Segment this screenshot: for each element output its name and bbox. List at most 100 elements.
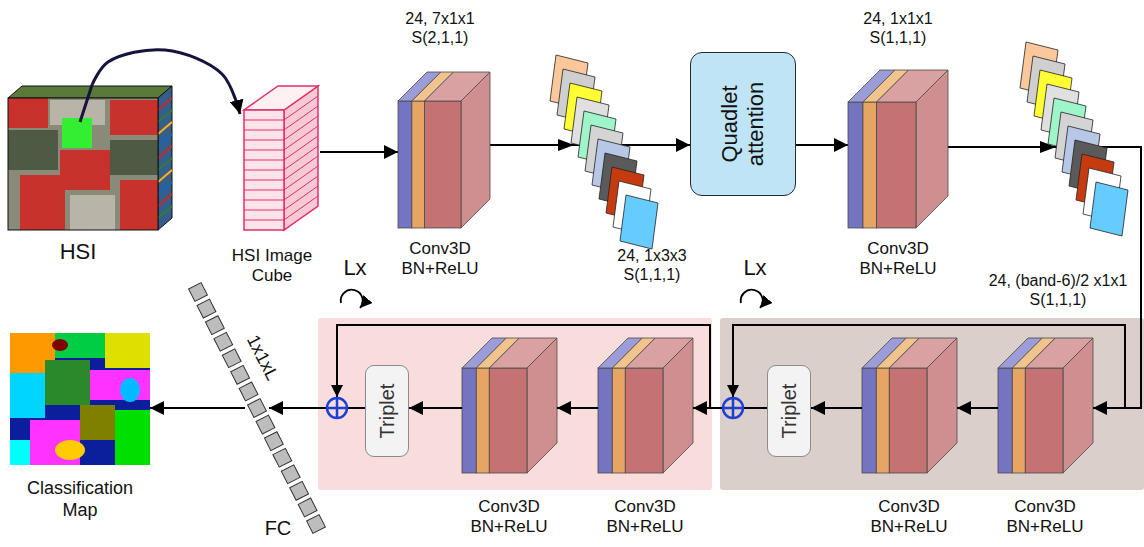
conv-slab — [398, 72, 490, 228]
hsi-drawing — [5, 85, 177, 233]
conv3d-block: Conv3D BN+ReLU — [462, 338, 557, 473]
fc-drawing — [185, 280, 330, 542]
cube-drawing — [240, 84, 320, 232]
spectral-stripe — [158, 158, 172, 170]
conv-slab — [462, 338, 557, 473]
conv-slab — [998, 338, 1093, 473]
class-region — [90, 370, 150, 400]
image-frame — [8, 98, 158, 230]
layer-name: FC — [258, 516, 298, 540]
image-label: HSI Image Cube — [222, 246, 322, 287]
conv3d-block: 24, 1x3x3 S(1,1,1)Conv3D BN+ReLU — [598, 338, 693, 473]
band-line — [244, 170, 284, 171]
band-line — [244, 200, 284, 201]
image-cube: HSI Image Cube — [240, 84, 320, 232]
layer-name: Conv3D BN+ReLU — [859, 497, 959, 538]
slab-layer — [998, 368, 1012, 473]
slab-drawing — [998, 338, 1093, 473]
fc-unit — [256, 415, 275, 434]
slab-layer — [612, 368, 625, 473]
fc-unit — [298, 498, 317, 517]
band-line — [244, 120, 284, 121]
slab-layer — [848, 102, 863, 228]
slab-top — [424, 72, 490, 101]
spectral-stripe — [158, 122, 172, 134]
repeat-loop — [341, 290, 363, 308]
cube-side — [158, 86, 172, 230]
feature-map — [1034, 70, 1072, 124]
image-patch — [8, 98, 158, 230]
band-line — [284, 106, 318, 130]
slab-top — [889, 338, 957, 368]
conv-slab — [862, 338, 957, 473]
image-patch — [70, 195, 115, 230]
slab-drawing — [398, 72, 490, 228]
arrow-head — [558, 139, 574, 151]
fc-unit — [222, 349, 241, 368]
feature-map — [1020, 42, 1058, 96]
band-line — [244, 210, 284, 211]
layer-name: Conv3D BN+ReLU — [390, 239, 490, 280]
slab-drawing — [848, 70, 948, 228]
class-map — [10, 333, 150, 465]
fc-layer: 1x1xLFC — [185, 280, 330, 542]
flow-arrow — [320, 151, 398, 153]
slab-layer — [889, 368, 927, 473]
feature-map — [564, 83, 602, 137]
flow-arrow — [796, 144, 848, 146]
slab-top — [877, 70, 948, 102]
class-region — [80, 405, 115, 440]
feature-map — [585, 125, 623, 179]
image-patch — [20, 175, 65, 230]
slab-layer — [462, 368, 476, 473]
arrow-head — [1040, 141, 1056, 153]
block-label: Quadlet attention — [717, 62, 770, 186]
repeat-label: Lx — [735, 255, 775, 281]
image-patch — [120, 180, 158, 230]
triplet-box: Triplet — [767, 365, 811, 457]
fc-unit — [231, 365, 250, 384]
fc-unit — [197, 299, 216, 318]
conv-slab — [848, 70, 948, 228]
repeat-loop — [741, 290, 763, 308]
class-region — [10, 333, 150, 465]
band-line — [244, 140, 284, 141]
layer-name: Conv3D BN+ReLU — [595, 497, 695, 538]
feature-map — [1062, 126, 1100, 180]
band-line — [284, 196, 318, 220]
block-label: Triplet — [777, 371, 801, 451]
layer-params: 24, 1x3x3 S(1,1,1) — [602, 246, 702, 284]
spectral-stripe — [158, 182, 172, 194]
feature-map — [1090, 182, 1128, 236]
feature-map — [550, 55, 588, 109]
class-region — [120, 378, 140, 402]
fc-unit — [189, 283, 208, 302]
spectral-stripe — [158, 206, 172, 218]
band-line — [284, 176, 318, 200]
spectral-stripe — [158, 110, 172, 122]
slab-layer — [476, 368, 489, 473]
feature-map — [1069, 140, 1107, 194]
patch-pointer — [80, 85, 92, 122]
slab-layer — [489, 368, 527, 473]
class-region — [115, 410, 150, 465]
slab-top — [489, 338, 557, 368]
slab-top — [625, 338, 693, 368]
layer-params: 24, 1x1x1 S(1,1,1) — [848, 9, 948, 47]
layer-name: Conv3D BN+ReLU — [459, 497, 559, 538]
spectral-stripe — [158, 98, 172, 110]
fc-unit — [248, 399, 267, 418]
classification-map: Classification Map — [10, 333, 150, 465]
repeat-label: Lx — [335, 255, 375, 281]
image-patch — [60, 150, 110, 190]
class-region — [45, 360, 90, 405]
fc-unit — [205, 316, 224, 335]
slab-layer — [398, 101, 412, 228]
image-label: Classification Map — [18, 478, 143, 521]
feature-maps — [550, 55, 658, 249]
band-line — [284, 126, 318, 150]
band-line — [284, 166, 318, 190]
feature-map — [606, 167, 644, 221]
conv3d-block: 24, (band-6)/2 x1x1 S(1,1,1)Conv3D BN+Re… — [998, 338, 1093, 473]
